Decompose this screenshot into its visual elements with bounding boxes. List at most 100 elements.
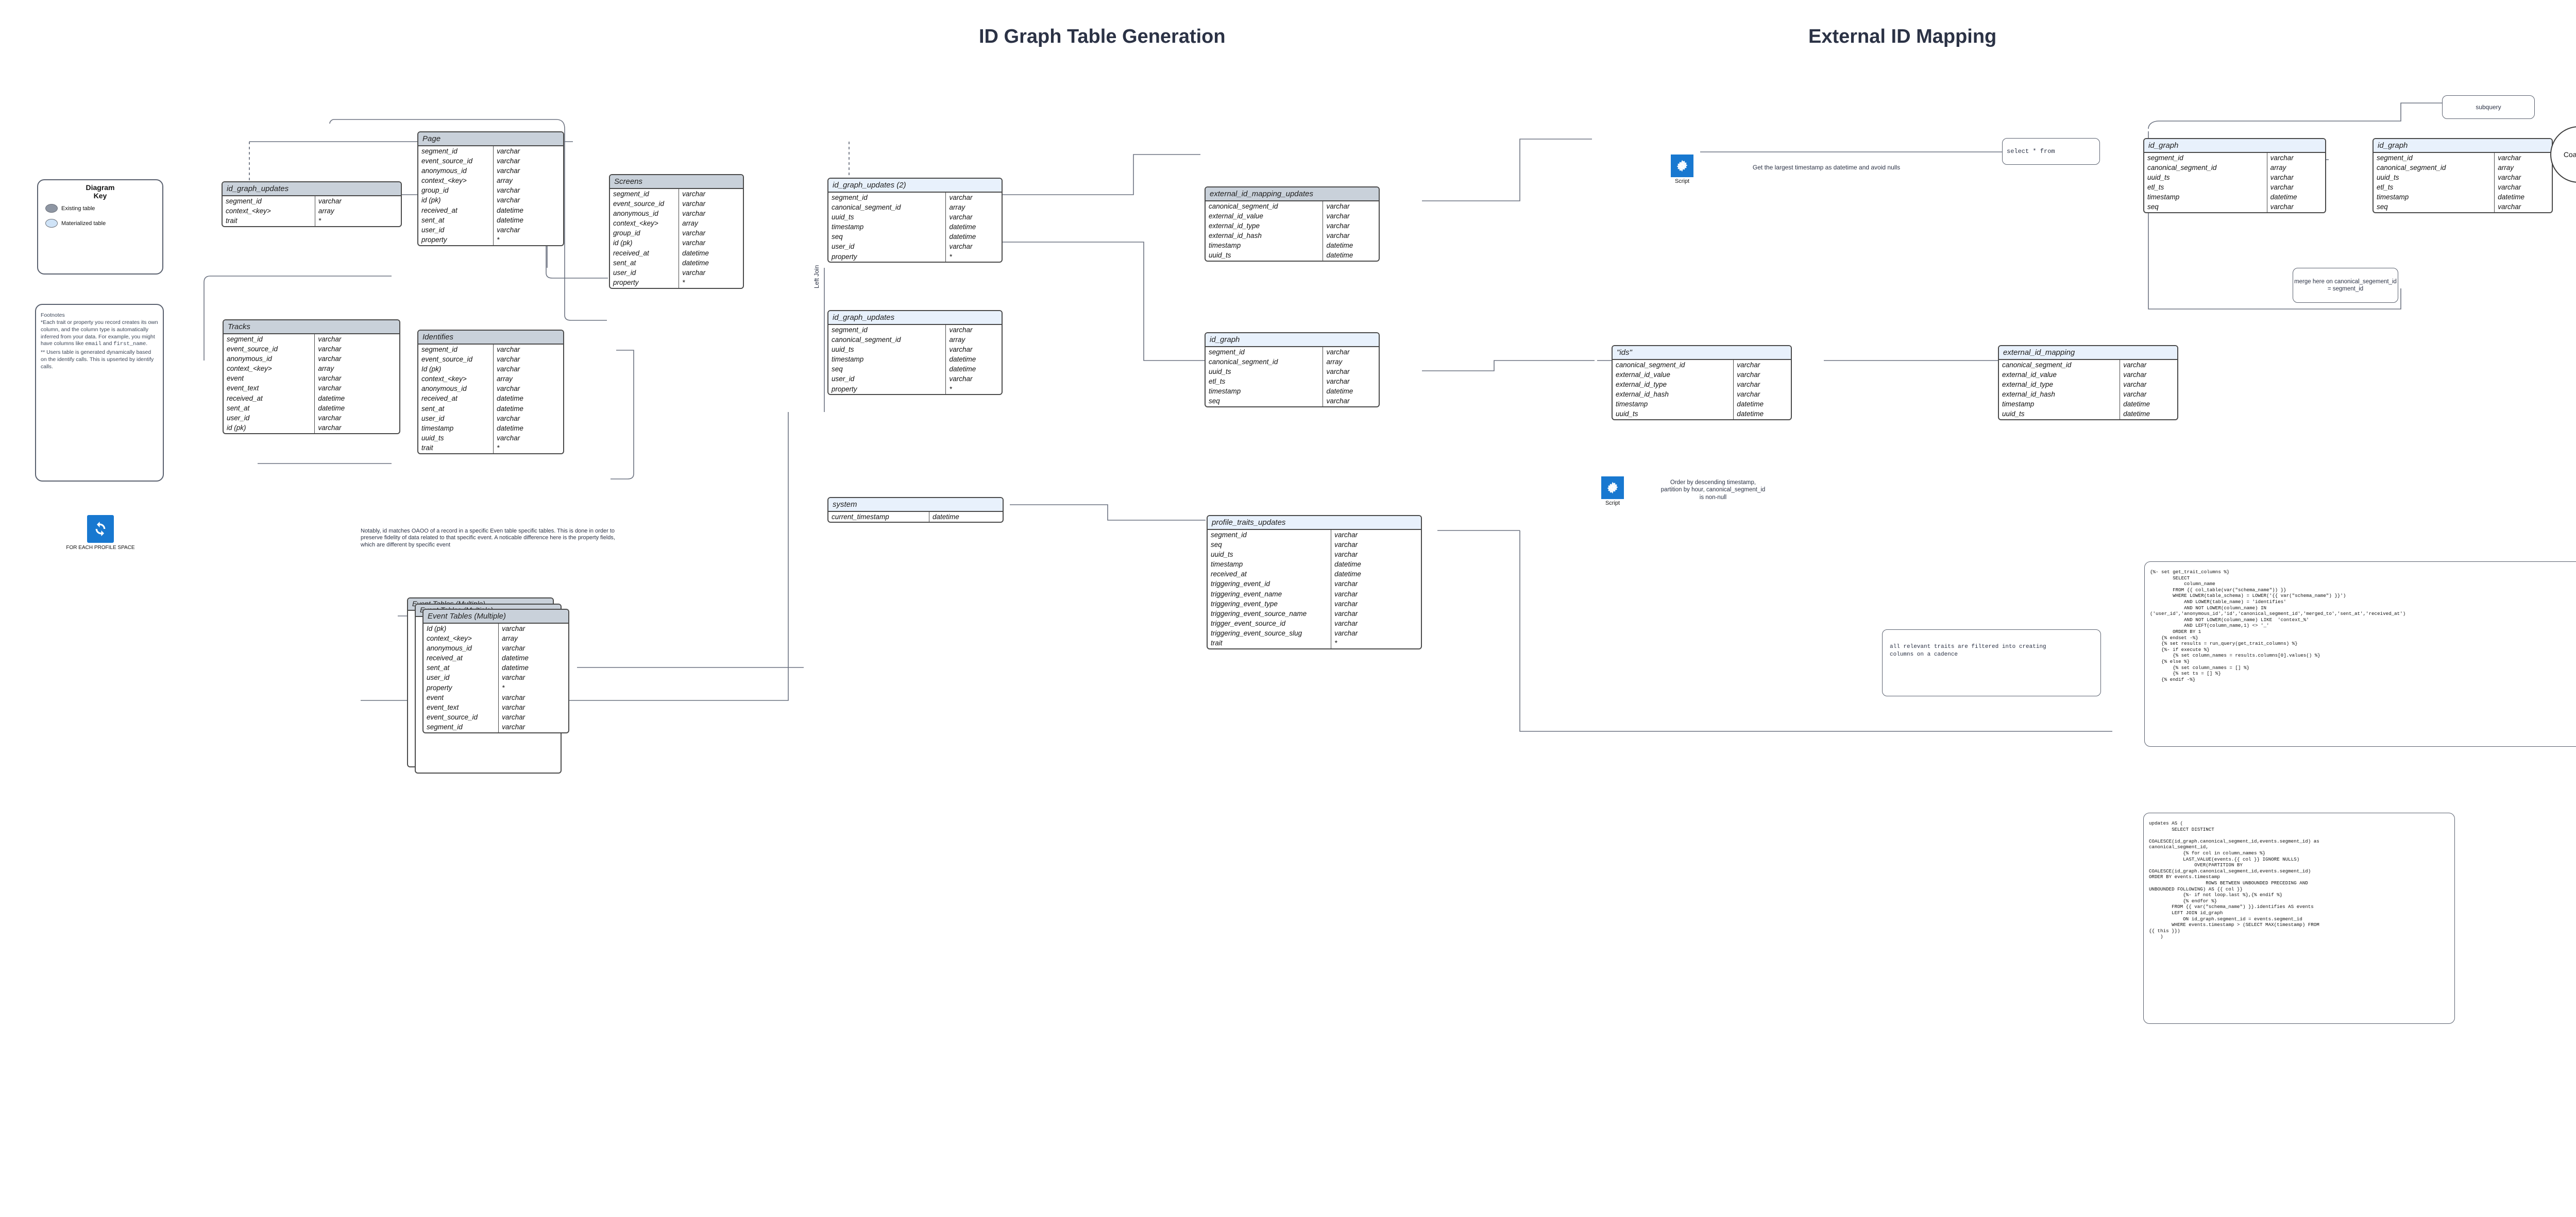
table-row: Id (pk)varchar <box>423 624 568 634</box>
table-row: context_<key>array <box>418 176 563 186</box>
column-type: * <box>1334 639 1337 647</box>
column-name: sent_at <box>418 215 494 226</box>
table-row: id (pk)varchar <box>224 423 399 433</box>
diagram-key-title-line2: Key <box>93 192 107 200</box>
column-type: datetime <box>1737 400 1764 408</box>
table-row: context_<key>array <box>418 374 563 384</box>
column-type: array <box>682 219 698 228</box>
column-type: varchar <box>1334 629 1358 638</box>
column-type: datetime <box>2123 410 2150 418</box>
column-type: * <box>502 683 505 692</box>
table-title: "ids" <box>1613 346 1791 360</box>
column-type: varchar <box>1334 620 1358 628</box>
column-type: array <box>949 335 965 344</box>
union-node[interactable]: Coalesce <box>2550 126 2576 183</box>
column-type: varchar <box>318 335 342 343</box>
column-name: timestamp <box>1208 559 1332 570</box>
column-name: Id (pk) <box>423 624 499 634</box>
column-name: event_source_id <box>418 354 494 365</box>
column-type: varchar <box>949 243 973 251</box>
column-type: varchar <box>1737 361 1760 369</box>
column-name: user_id <box>828 374 946 385</box>
column-name: segment_id <box>1206 347 1324 357</box>
legend-existing-label: Existing table <box>61 205 95 212</box>
column-type: varchar <box>318 354 342 363</box>
column-type: varchar <box>2123 370 2147 379</box>
column-type: varchar <box>502 674 526 682</box>
column-name: trait <box>223 216 315 226</box>
column-type: varchar <box>502 723 526 731</box>
section-title-external-id: External ID Mapping <box>1808 26 1997 47</box>
footnote-1-text: *Each trait or property you record creat… <box>41 319 158 347</box>
column-type: varchar <box>2270 203 2294 211</box>
column-type: varchar <box>2270 173 2294 181</box>
column-name: uuid_ts <box>2374 173 2495 183</box>
column-name: event_source_id <box>418 156 494 166</box>
column-type: datetime <box>1326 387 1353 396</box>
column-type: varchar <box>497 157 520 165</box>
column-name: segment_id <box>828 325 946 335</box>
column-name: seq <box>2144 202 2267 213</box>
column-name: uuid_ts <box>1999 409 2121 420</box>
column-name: timestamp <box>1999 399 2121 409</box>
column-name: current_timestamp <box>828 512 930 522</box>
column-type: * <box>949 252 952 261</box>
table-row: context_<key>array <box>423 633 568 644</box>
column-type: array <box>949 203 965 211</box>
column-type: varchar <box>682 209 706 217</box>
column-name: sent_at <box>423 663 499 673</box>
column-type: varchar <box>1334 599 1358 608</box>
table-row: trait* <box>223 216 401 226</box>
column-type: array <box>1326 357 1343 366</box>
column-name: timestamp <box>1206 386 1324 397</box>
column-type: varchar <box>497 385 520 393</box>
column-type: varchar <box>497 434 520 442</box>
column-type: datetime <box>318 404 345 412</box>
column-name: canonical_segment_id <box>1613 360 1734 370</box>
column-type: datetime <box>2123 400 2150 408</box>
legend-row-materialized: Materialized table <box>38 218 162 228</box>
table-title: id_graph_updates <box>223 182 401 196</box>
column-type: datetime <box>318 394 345 402</box>
column-type: varchar <box>1334 530 1358 539</box>
column-name: sent_at <box>610 258 680 268</box>
column-name: segment_id <box>418 345 494 355</box>
